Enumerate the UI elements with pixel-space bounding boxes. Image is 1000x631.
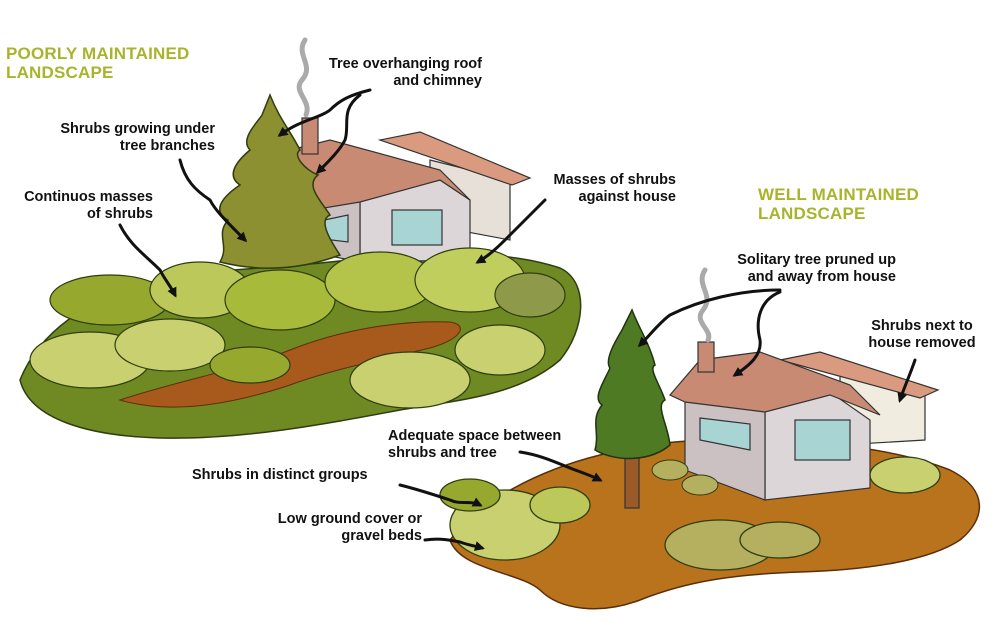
label-line: of shrubs	[86, 206, 153, 222]
label-line: and away from house	[747, 269, 896, 285]
poor-scene	[19, 37, 582, 439]
well-house-side-window	[699, 417, 751, 451]
well-house-back-roof	[779, 351, 940, 399]
label-line: Continuos masses	[24, 189, 153, 205]
arrow-shrubs-under	[178, 158, 248, 243]
label-continuous-masses: Continuos masses of shrubs	[0, 189, 153, 223]
heading-poorly-maintained: POORLY MAINTAINED LANDSCAPE	[6, 44, 190, 82]
label-line: shrubs and tree	[388, 445, 497, 461]
label-masses-against-house: Masses of shrubs against house	[520, 172, 677, 206]
label-line: house removed	[868, 335, 976, 351]
well-house-window	[794, 419, 851, 461]
label-line: gravel beds	[341, 528, 422, 544]
label-shrubs-removed: Shrubs next to house removed	[852, 318, 992, 352]
poor-house-window	[391, 209, 443, 246]
arrow-tree-overhanging-2	[315, 93, 362, 175]
poor-house-back-roof	[377, 131, 532, 186]
arrow-shrubs-removed	[897, 358, 917, 403]
label-line: Shrubs next to	[871, 318, 973, 334]
arrow-adequate-space	[518, 450, 603, 482]
arrow-continuous-masses	[118, 223, 177, 298]
arrow-solitary-1	[637, 288, 782, 348]
label-line: Tree overhanging roof	[328, 56, 482, 72]
heading-well-maintained: WELL MAINTAINED LANDSCAPE	[758, 185, 919, 223]
label-solitary-tree: Solitary tree pruned up and away from ho…	[700, 252, 896, 286]
arrow-distinct-groups	[398, 483, 483, 507]
well-chimney	[697, 341, 715, 373]
arrow-solitary-2	[732, 290, 782, 377]
label-ground-cover: Low ground cover or gravel beds	[250, 511, 422, 545]
label-line: Adequate space between	[388, 428, 562, 444]
poor-big-tree	[218, 92, 342, 269]
label-line: and chimney	[393, 73, 482, 89]
heading-well-line2: LANDSCAPE	[758, 204, 866, 223]
label-tree-overhanging: Tree overhanging roof and chimney	[300, 56, 482, 90]
label-line: Shrubs growing under	[60, 121, 215, 137]
well-scene	[439, 267, 981, 610]
label-line: tree branches	[119, 138, 215, 154]
label-line: Shrubs in distinct groups	[192, 467, 368, 483]
arrow-tree-overhanging-1	[277, 88, 372, 137]
well-pine-tree	[594, 308, 671, 460]
label-distinct-groups: Shrubs in distinct groups	[192, 467, 402, 484]
label-adequate-space: Adequate space between shrubs and tree	[388, 428, 598, 462]
heading-poor-line1: POORLY MAINTAINED	[6, 44, 190, 63]
label-line: Masses of shrubs	[553, 172, 677, 188]
arrow-ground-cover	[423, 537, 485, 551]
heading-well-line1: WELL MAINTAINED	[758, 185, 920, 204]
label-line: Solitary tree pruned up	[737, 252, 896, 268]
callout-arrows	[118, 88, 917, 551]
poor-chimney	[301, 117, 319, 155]
arrow-masses-house	[475, 198, 547, 264]
label-shrubs-under-branches: Shrubs growing under tree branches	[20, 121, 215, 155]
well-smoke	[697, 267, 712, 343]
label-line: against house	[578, 189, 677, 205]
well-house-roof	[669, 351, 881, 416]
well-shrubs	[439, 456, 941, 571]
poor-shrubs	[29, 247, 566, 409]
poor-smoke	[296, 37, 310, 118]
label-line: Low ground cover or	[277, 511, 422, 527]
heading-poor-line2: LANDSCAPE	[6, 63, 114, 82]
